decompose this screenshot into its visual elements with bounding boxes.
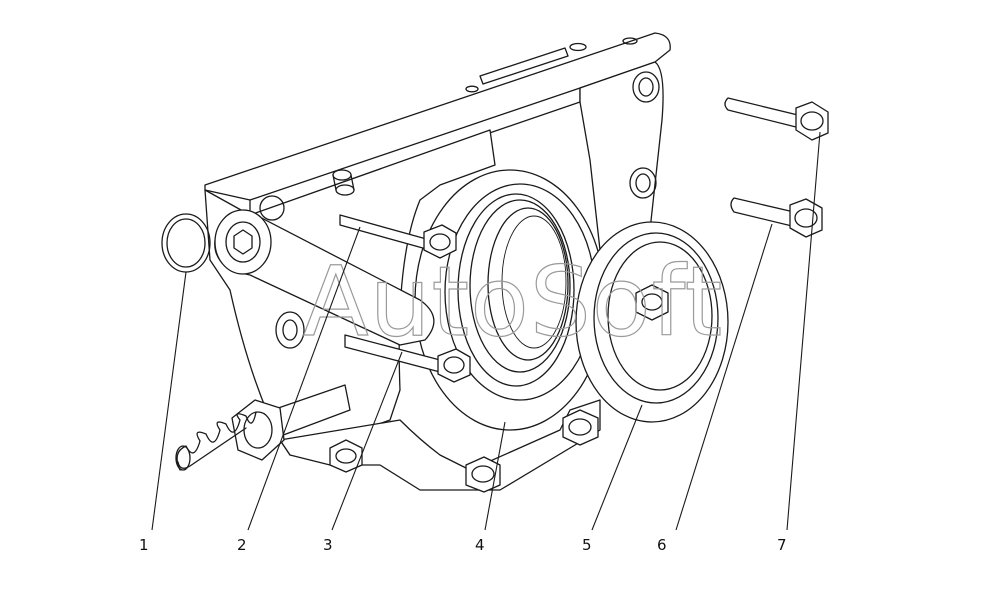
bolt-upper-left [339,214,457,259]
callout-7: 7 [777,536,787,554]
seal-ring [575,221,729,423]
callout-5: 5 [582,536,592,554]
callout-2: 2 [237,536,247,554]
housing-bolts [329,214,599,493]
loose-bolt-7 [724,97,829,141]
callout-1: 1 [139,536,149,554]
leader-lines [151,131,821,531]
lever-arm [214,209,435,346]
spring-icon [175,411,257,471]
spring-adjuster [175,384,351,471]
watermark: AutoSoft [303,246,723,358]
loose-bolt-6 [730,197,823,238]
callout-6: 6 [657,536,667,554]
bolt-bottom-c [562,409,599,446]
bolt-bottom-b [465,456,501,493]
o-ring [161,213,211,273]
callout-3: 3 [323,536,333,554]
callout-labels: 1 2 3 4 5 6 7 [139,536,787,554]
bolt-lower-left [344,334,471,383]
bolt-bottom-a [329,439,363,473]
callout-4: 4 [475,536,485,554]
